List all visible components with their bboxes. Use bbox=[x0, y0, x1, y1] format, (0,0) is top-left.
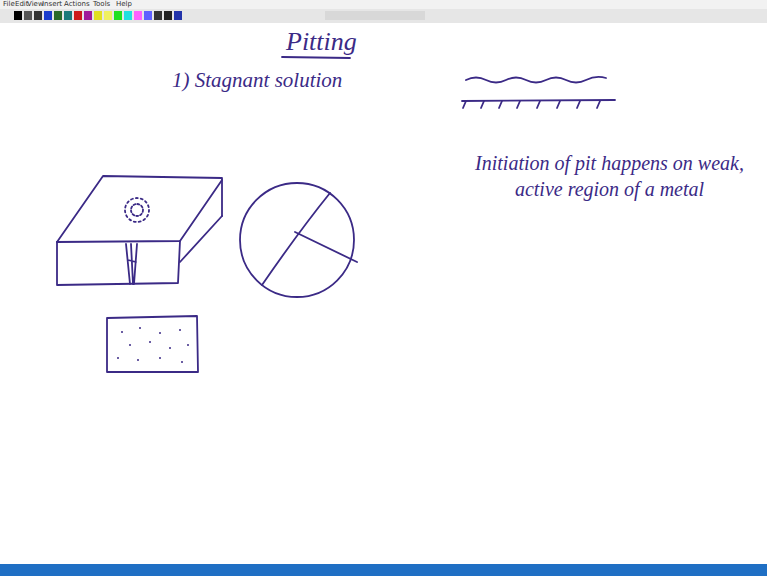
metal-block bbox=[57, 176, 222, 285]
taskbar bbox=[0, 564, 767, 576]
note-text: Initiation of pit happens on weak, activ… bbox=[462, 150, 757, 202]
menu-item: Help bbox=[116, 0, 132, 8]
title-underline bbox=[282, 57, 350, 58]
menu-item: File bbox=[3, 0, 15, 8]
menu-item: View bbox=[27, 0, 44, 8]
metal-surface bbox=[462, 100, 615, 108]
solution-surface bbox=[466, 77, 606, 83]
slide-title: Pitting bbox=[286, 27, 357, 57]
menu-item: Tools bbox=[93, 0, 110, 8]
menu-item: Actions bbox=[64, 0, 90, 8]
menu-bar bbox=[0, 0, 767, 9]
grain-circle bbox=[240, 183, 357, 297]
toolbar bbox=[0, 9, 767, 23]
dotted-sample bbox=[107, 316, 198, 372]
menu-item: Insert bbox=[42, 0, 62, 8]
color-palette bbox=[14, 11, 425, 20]
sample-dots bbox=[117, 327, 189, 363]
point-label: 1) Stagnant solution bbox=[172, 68, 342, 93]
menu-item: Edit bbox=[15, 0, 29, 8]
